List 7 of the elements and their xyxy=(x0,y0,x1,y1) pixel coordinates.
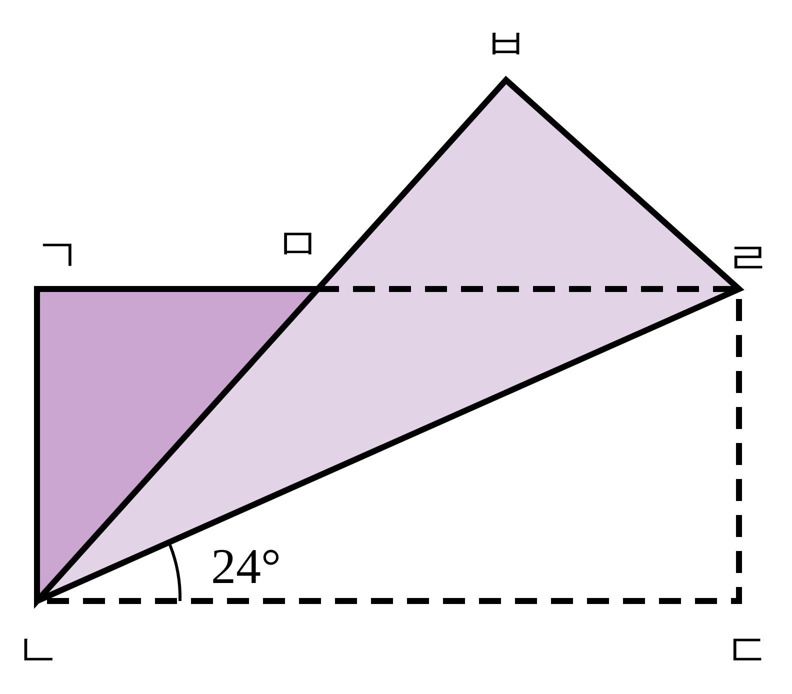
point-label: ㅂ xyxy=(483,21,529,67)
point-label: ㄷ xyxy=(725,627,771,673)
point-label: ㄱ xyxy=(35,232,81,278)
point-label: ㄴ xyxy=(15,627,61,673)
point-label: ㄹ xyxy=(725,235,771,281)
point-label: ㅁ xyxy=(275,221,321,267)
angle-label: 24° xyxy=(211,541,281,591)
